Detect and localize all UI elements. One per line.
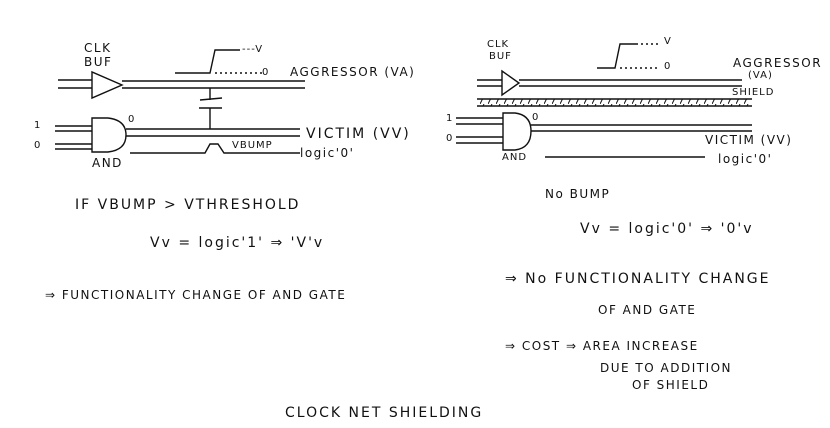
bump-condition: IF VBUMP > VTHRESHOLD bbox=[75, 197, 301, 213]
right-clk-label: CLK bbox=[487, 39, 510, 50]
right-conclusion-2: OF AND GATE bbox=[598, 303, 697, 317]
right-buf-label: BUF bbox=[489, 51, 512, 62]
right-victim-wire bbox=[531, 124, 752, 158]
left-buf-label: BUF bbox=[84, 55, 113, 69]
shield-wire bbox=[477, 98, 752, 107]
right-aggressor-waveform bbox=[597, 43, 660, 69]
left-aggressor-label: AGGRESSOR (VA) bbox=[290, 65, 416, 79]
left-equation: Vv = logic'1' ⇒ 'V'v bbox=[150, 235, 325, 251]
right-equation: Vv = logic'0' ⇒ '0'v bbox=[580, 221, 754, 237]
left-victim-wire bbox=[126, 128, 300, 137]
left-wave-low-label: 0 bbox=[262, 67, 270, 78]
right-aggressor-va: (VA) bbox=[748, 70, 773, 81]
left-clk-label: CLK bbox=[84, 41, 112, 55]
no-bump-label: No BUMP bbox=[545, 187, 611, 201]
right-aggressor-wire bbox=[519, 79, 742, 87]
bump-waveform bbox=[130, 143, 300, 154]
right-aggressor-label: AGGRESSOR bbox=[733, 56, 823, 70]
right-conclusion-1: ⇒ No FUNCTIONALITY CHANGE bbox=[505, 271, 771, 287]
left-input-1: 1 bbox=[34, 120, 42, 131]
left-gate-output: 0 bbox=[128, 114, 136, 125]
left-and-label: AND bbox=[92, 156, 123, 170]
right-and-gate bbox=[456, 112, 532, 151]
right-logic-label: logic'0' bbox=[718, 152, 773, 166]
right-victim-label: VICTIM (VV) bbox=[705, 133, 793, 147]
right-wave-high-label: V bbox=[664, 36, 672, 47]
left-conclusion: ⇒ FUNCTIONALITY CHANGE OF AND GATE bbox=[45, 288, 347, 302]
left-input-0: 0 bbox=[34, 140, 42, 151]
diagram-title: CLOCK NET SHIELDING bbox=[285, 405, 484, 421]
left-and-gate bbox=[55, 117, 127, 153]
shield-label: SHIELD bbox=[732, 87, 775, 98]
right-input-0: 0 bbox=[446, 133, 454, 144]
right-input-1: 1 bbox=[446, 113, 454, 124]
vbump-label: VBUMP bbox=[232, 140, 273, 151]
left-aggressor-waveform bbox=[175, 49, 262, 74]
right-wave-low-label: 0 bbox=[664, 61, 672, 72]
left-aggressor-wire bbox=[122, 80, 305, 89]
right-and-label: AND bbox=[502, 152, 528, 163]
right-clk-buffer bbox=[477, 69, 521, 97]
left-wave-high-label: ---V bbox=[242, 44, 264, 55]
right-gate-output: 0 bbox=[532, 112, 540, 123]
cost-line-2: DUE TO ADDITION bbox=[600, 361, 733, 375]
coupling-capacitor bbox=[199, 88, 223, 129]
left-clk-buffer bbox=[58, 70, 124, 100]
left-victim-label: VICTIM (VV) bbox=[306, 126, 411, 142]
cost-line-1: ⇒ COST ⇒ AREA INCREASE bbox=[505, 339, 699, 353]
left-logic-label: logic'0' bbox=[300, 146, 355, 160]
cost-line-3: OF SHIELD bbox=[632, 378, 710, 392]
